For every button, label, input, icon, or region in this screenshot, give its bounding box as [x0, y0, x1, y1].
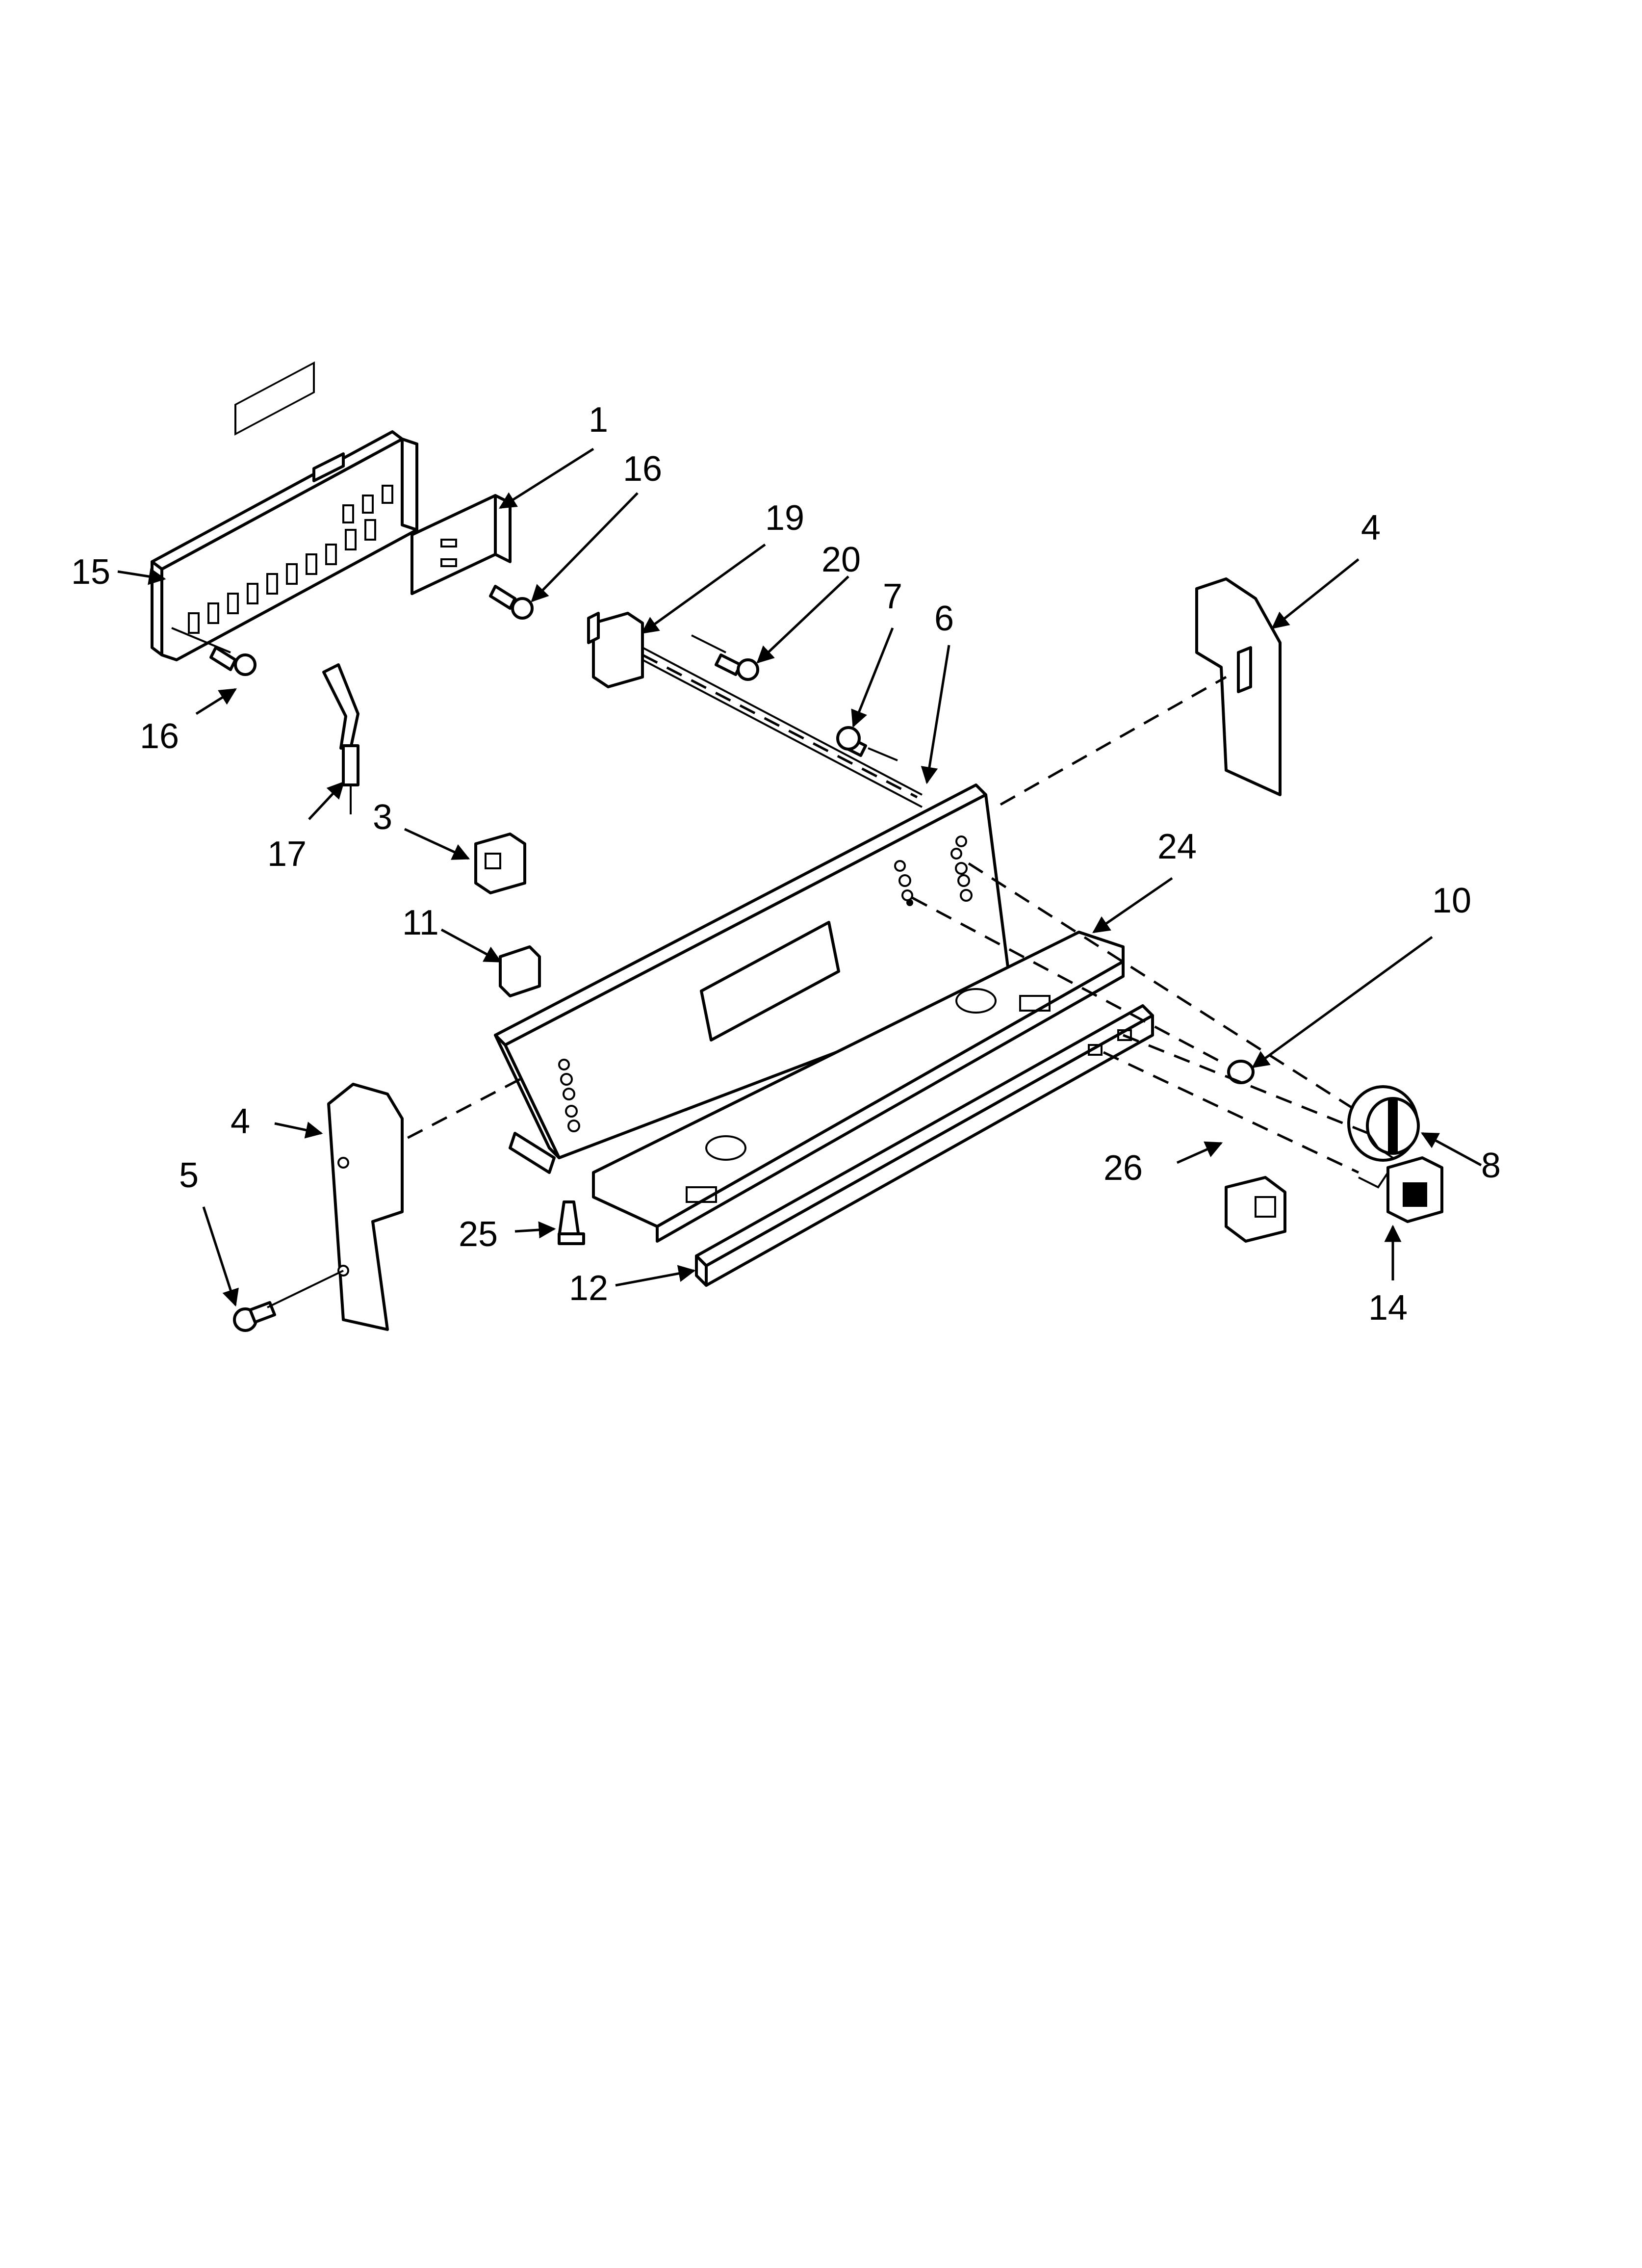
- callout-7: 7: [883, 577, 902, 616]
- callout-labels: 1 16 15 16 19 20 7 6 4 3 17 11 24 10 4 5…: [71, 400, 1501, 1328]
- callout-3: 3: [373, 798, 392, 837]
- callout-5: 5: [179, 1156, 199, 1195]
- callout-16-left: 16: [140, 717, 179, 756]
- callout-4-left: 4: [231, 1102, 250, 1141]
- callout-6: 6: [934, 599, 954, 638]
- screw-16b: [171, 627, 257, 676]
- callout-24: 24: [1157, 827, 1197, 866]
- receptacle-14: [1358, 1132, 1443, 1223]
- callout-15: 15: [71, 552, 110, 592]
- control-board: [151, 361, 418, 661]
- end-cap-left: [327, 1083, 404, 1331]
- button-10: [1227, 1060, 1255, 1084]
- lower-shield: [592, 931, 1125, 1243]
- end-cap-right: [1195, 577, 1282, 796]
- callout-25: 25: [459, 1215, 498, 1254]
- mounting-bracket: [410, 494, 512, 595]
- trim-strip: [695, 1004, 1154, 1287]
- callout-17: 17: [267, 834, 307, 874]
- callout-10: 10: [1432, 881, 1471, 920]
- leader-lines: [117, 447, 1482, 1307]
- callout-4-right: 4: [1361, 508, 1381, 547]
- callout-11: 11: [402, 903, 439, 942]
- screw-16a: [489, 585, 534, 620]
- switch-26: [1225, 1176, 1286, 1243]
- callout-8: 8: [1481, 1146, 1501, 1185]
- callout-26: 26: [1103, 1148, 1143, 1188]
- callout-20: 20: [821, 540, 861, 579]
- clip-11: [499, 945, 541, 997]
- screw-5: [233, 1270, 344, 1332]
- callout-16-top: 16: [623, 449, 662, 489]
- screw-20: [715, 653, 759, 681]
- screw-25: [558, 1200, 585, 1245]
- callout-19: 19: [765, 498, 804, 538]
- screw-7: [836, 726, 898, 761]
- callout-12: 12: [569, 1269, 608, 1308]
- knob-8: [1347, 1085, 1420, 1162]
- callout-1: 1: [589, 400, 608, 440]
- assembly-lines: [406, 653, 1369, 1174]
- switch-19: [587, 612, 923, 808]
- callout-14: 14: [1368, 1288, 1408, 1328]
- switch-3: [474, 833, 526, 894]
- console-panel: [494, 783, 1012, 1174]
- wire-harness-17: [322, 663, 359, 814]
